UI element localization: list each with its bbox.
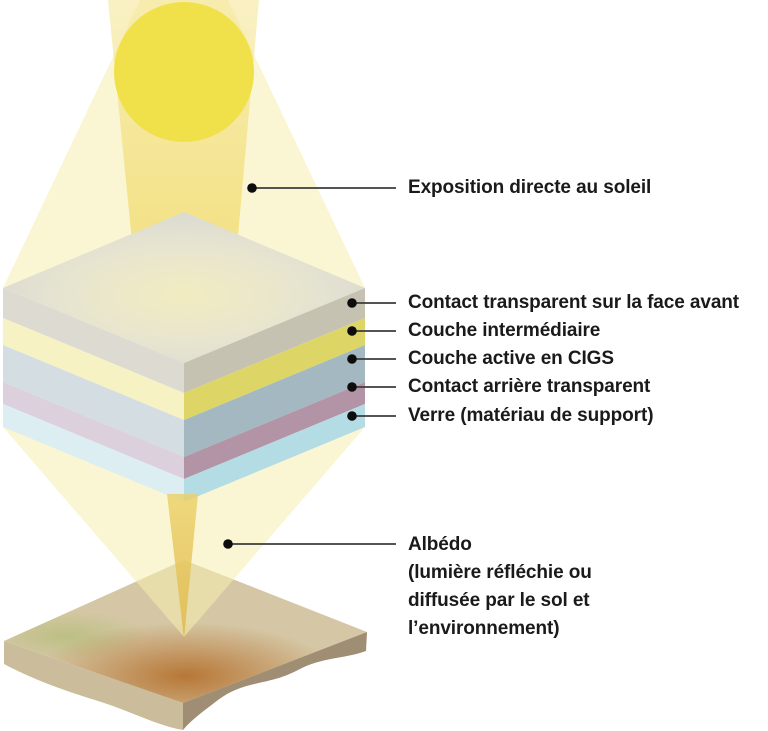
label-layer-contact-avant: Contact transparent sur la face avant: [408, 292, 740, 313]
layer-contact-avant-left-face: [3, 288, 184, 393]
layer-verre-right-face: [184, 404, 365, 502]
label-exposition: Exposition directe au soleil: [408, 177, 652, 198]
layer-contact-avant-right-face: [184, 288, 365, 393]
panel-top-face: [3, 212, 365, 363]
label-layer-contact-arriere: Contact arrière transparent: [408, 376, 651, 397]
layer-contact-arriere-left-face: [3, 382, 184, 479]
callout-dot-cigs: [347, 354, 357, 364]
layer-cigs-right-face: [184, 345, 365, 457]
label-layer-intermediaire: Couche intermédiaire: [408, 320, 601, 341]
callout-dot-albedo: [223, 539, 233, 549]
label-layer-cigs: Couche active en CIGS: [408, 348, 614, 369]
layer-verre-left-face: [3, 404, 184, 502]
layer-cigs-left-face: [3, 345, 184, 457]
callout-dot-contact-arriere: [347, 382, 357, 392]
solar-panel: [3, 212, 365, 502]
callout-dot-verre: [347, 411, 357, 421]
ground-left-face: [4, 641, 183, 730]
layer-contact-arriere-right-face: [184, 382, 365, 479]
light-beam-lower-inner: [167, 494, 198, 639]
label-layer-verre: Verre (matériau de support): [408, 405, 654, 426]
label-albedo-line-4: l’environnement): [408, 618, 560, 639]
label-albedo-line-2: (lumière réfléchie ou: [408, 562, 592, 583]
ground-right-face: [183, 632, 367, 730]
ground-light-hotspot: [34, 622, 338, 703]
callouts: [223, 183, 396, 549]
callout-dot-exposition: [247, 183, 257, 193]
callout-dot-contact-avant: [347, 298, 357, 308]
layer-intermediaire-right-face: [184, 318, 365, 420]
label-albedo: Albédo (lumière réfléchie ou diffusée pa…: [408, 531, 592, 643]
callout-dot-intermediaire: [347, 326, 357, 336]
layer-intermediaire-left-face: [3, 318, 184, 420]
label-albedo-line-3: diffusée par le sol et: [408, 590, 590, 611]
sun: [114, 2, 254, 142]
label-albedo-line-1: Albédo: [408, 534, 472, 555]
